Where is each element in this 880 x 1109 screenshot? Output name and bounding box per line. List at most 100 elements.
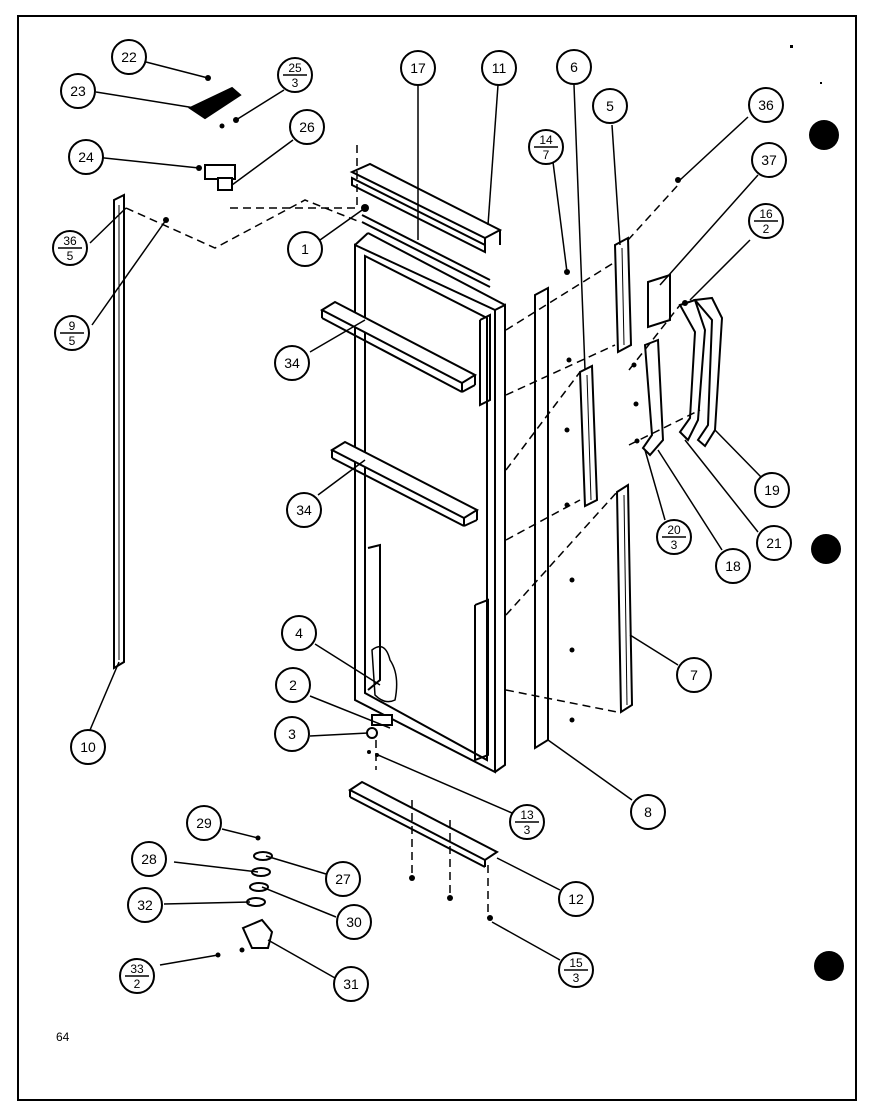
callout-part-number: 1 (301, 241, 309, 257)
callout-part-number: 18 (725, 558, 741, 574)
callout-19: 19 (754, 472, 790, 508)
label-plate (647, 273, 671, 329)
callout-circle (592, 88, 628, 124)
callout-circle (186, 805, 222, 841)
binder-hole-top (809, 120, 839, 150)
callout-circle (481, 50, 517, 86)
callout-12: 12 (558, 881, 594, 917)
callout-25: 253 (277, 57, 313, 93)
alignment-lines (125, 145, 701, 918)
callout-figure-ref: 7 (543, 148, 550, 162)
callout-part-number: 7 (690, 667, 698, 683)
callout-figure-ref: 3 (573, 971, 580, 985)
callout-9: 95 (54, 315, 90, 351)
callout-figure-ref: 3 (524, 823, 531, 837)
callout-part-number: 9 (69, 319, 76, 333)
callout-circle (281, 615, 317, 651)
callout-circle (274, 716, 310, 752)
callout-circle (289, 109, 325, 145)
door-side-trim (479, 313, 491, 407)
bottom-pivot-bushing (366, 727, 378, 739)
callout-10: 10 (70, 729, 106, 765)
callout-circle (111, 39, 147, 75)
bottom-trim (348, 780, 499, 868)
callout-part-number: 21 (766, 535, 782, 551)
callout-circle (558, 881, 594, 917)
callout-circle (715, 548, 751, 584)
callout-circle (275, 667, 311, 703)
callout-circle (286, 492, 322, 528)
callout-4: 4 (281, 615, 317, 651)
page-border (17, 15, 857, 1101)
callout-part-number: 36 (758, 97, 774, 113)
callout-28: 28 (131, 841, 167, 877)
callout-36: 36 (748, 87, 784, 123)
callout-16: 162 (748, 203, 784, 239)
callout-part-number: 10 (80, 739, 96, 755)
door-shelf-lower (329, 440, 480, 527)
callout-27: 27 (325, 861, 361, 897)
callout-figure-ref: 5 (69, 334, 76, 348)
callout-part-number: 25 (288, 61, 302, 75)
callout-circle (325, 861, 361, 897)
callout-26: 26 (289, 109, 325, 145)
handle-21 (678, 298, 707, 442)
callout-part-number: 11 (492, 60, 507, 76)
callout-part-number: 26 (299, 119, 315, 135)
callout-part-number: 29 (196, 815, 212, 831)
bottom-hinge-stack (241, 851, 274, 949)
callout-figure-ref: 2 (763, 222, 770, 236)
callout-5: 5 (592, 88, 628, 124)
callout-part-number: 30 (346, 914, 362, 930)
callout-13: 133 (509, 804, 545, 840)
callout-part-number: 31 (343, 976, 359, 992)
callout-circle (400, 50, 436, 86)
speck (790, 45, 793, 48)
callout-figure-ref: 2 (134, 977, 141, 991)
callout-part-number: 4 (295, 625, 303, 641)
callout-part-number: 20 (667, 523, 681, 537)
callout-circle (754, 472, 790, 508)
callout-circle (127, 887, 163, 923)
callout-3: 3 (274, 716, 310, 752)
callout-21: 21 (756, 525, 792, 561)
callout-34: 34 (286, 492, 322, 528)
callout-part-number: 24 (78, 149, 94, 165)
callout-part-number: 12 (568, 891, 584, 907)
callout-circle (287, 231, 323, 267)
top-hinge-assembly (187, 86, 242, 191)
speck (820, 82, 822, 84)
callout-part-number: 16 (759, 207, 773, 221)
callout-31: 31 (333, 966, 369, 1002)
callout-part-number: 33 (130, 962, 144, 976)
callout-part-number: 36 (63, 234, 77, 248)
callout-part-number: 2 (289, 677, 297, 693)
binder-hole-bottom (814, 951, 844, 981)
callout-figure-ref: 3 (292, 76, 299, 90)
callout-34: 34 (274, 345, 310, 381)
callout-8: 8 (630, 794, 666, 830)
callout-20: 203 (656, 519, 692, 555)
leader-lines (89, 61, 763, 979)
bottom-pivot-bracket (371, 714, 393, 726)
callout-part-number: 28 (141, 851, 157, 867)
callout-circle (336, 904, 372, 940)
handle-trim-upper (613, 236, 633, 354)
callout-6: 6 (556, 49, 592, 85)
callout-part-number: 22 (121, 49, 137, 65)
callout-part-number: 34 (296, 502, 312, 518)
callout-circle (70, 729, 106, 765)
top-trim (349, 162, 503, 288)
callout-part-number: 23 (70, 83, 86, 99)
cutaway-foam (371, 645, 398, 703)
callout-part-number: 6 (570, 59, 578, 75)
callout-part-number: 37 (761, 152, 777, 168)
callout-figure-ref: 3 (671, 538, 678, 552)
callout-29: 29 (186, 805, 222, 841)
callout-circle (274, 345, 310, 381)
handle-trim-mid (578, 364, 599, 508)
callout-36: 365 (52, 230, 88, 266)
callout-circle (60, 73, 96, 109)
